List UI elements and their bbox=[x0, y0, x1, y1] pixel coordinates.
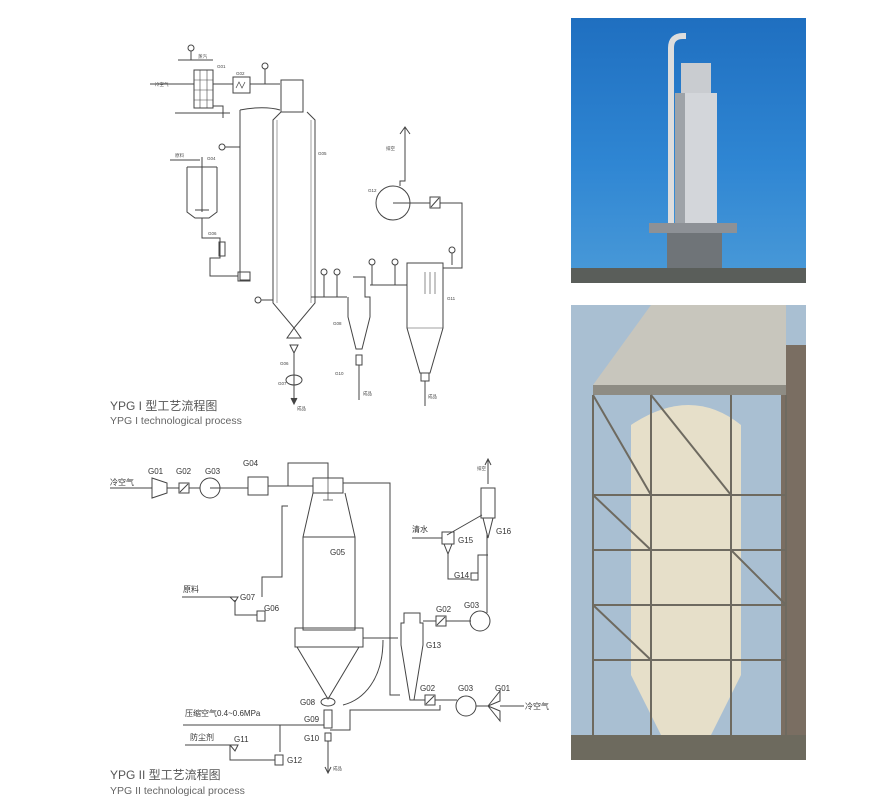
label-g06: G06 bbox=[208, 231, 217, 236]
ypg2-caption-en: YPG II technological process bbox=[110, 785, 245, 797]
label-g11: G11 bbox=[447, 296, 456, 301]
label2-g12: G12 bbox=[287, 756, 303, 765]
ypg1-diagram: 冷空气 蒸汽 G01 G02 G05 原料 G04 G06 G06 G07 成品 bbox=[110, 44, 463, 427]
label-product-1: 成品 bbox=[297, 405, 306, 412]
ypg2-caption-cn: YPG II 型工艺流程图 bbox=[110, 767, 221, 782]
label-g02: G02 bbox=[236, 71, 245, 76]
label2-anti-dust: 防尘剂 bbox=[190, 732, 214, 742]
ypg2-heater-g04 bbox=[247, 476, 269, 496]
label2-g02: G02 bbox=[176, 467, 192, 476]
label2-g08: G08 bbox=[300, 698, 316, 707]
label2-g15: G15 bbox=[458, 536, 474, 545]
label-g07: G07 bbox=[278, 381, 287, 386]
label-exhaust-1: 排空 bbox=[386, 145, 395, 152]
label2-g06: G06 bbox=[264, 604, 280, 613]
ypg2-drying-tower bbox=[302, 492, 356, 631]
label2-g03b: G03 bbox=[464, 601, 480, 610]
label-steam: 蒸汽 bbox=[198, 53, 207, 60]
label2-g03c: G03 bbox=[458, 684, 474, 693]
label2-g16: G16 bbox=[496, 527, 512, 536]
photo-dryer-structure bbox=[571, 305, 806, 760]
photo-tower-exterior bbox=[571, 18, 806, 283]
label2-g03: G03 bbox=[205, 467, 221, 476]
ypg1-top-chamber bbox=[280, 79, 304, 113]
process-diagrams: 冷空气 蒸汽 G01 G02 G05 原料 G04 G06 G06 G07 成品 bbox=[110, 44, 549, 797]
label-cold-air-left: 冷空气 bbox=[110, 477, 134, 487]
label2-g09: G09 bbox=[304, 715, 320, 724]
label2-exhaust: 排空 bbox=[477, 465, 486, 472]
label-product-2: 成品 bbox=[363, 390, 372, 397]
label-cold-air: 冷空气 bbox=[155, 81, 169, 88]
label2-g04: G04 bbox=[243, 459, 259, 468]
label2-g05: G05 bbox=[330, 548, 346, 557]
label2-clean-water: 清水 bbox=[412, 524, 428, 534]
label-cold-air-right: 冷空气 bbox=[525, 701, 549, 711]
label2-g01: G01 bbox=[148, 467, 164, 476]
label2-material: 原料 bbox=[183, 584, 199, 594]
label2-g11: G11 bbox=[234, 735, 249, 744]
label2-g07: G07 bbox=[240, 593, 256, 602]
label-product-3: 成品 bbox=[428, 393, 437, 400]
structure-illustration bbox=[571, 305, 806, 760]
label2-product: 成品 bbox=[333, 765, 342, 772]
tower-illustration bbox=[571, 33, 806, 283]
ypg2-scrubber-g16 bbox=[480, 487, 496, 519]
label-g10: G10 bbox=[335, 371, 344, 376]
ypg1-heater bbox=[193, 69, 214, 109]
label-g08: G08 bbox=[333, 321, 342, 326]
label-g04: G04 bbox=[207, 156, 216, 161]
label2-g13: G13 bbox=[426, 641, 442, 650]
label2-compressed-air: 压缩空气0.4~0.6MPa bbox=[185, 708, 261, 718]
label2-g10: G10 bbox=[304, 734, 320, 743]
ypg2-diagram: 冷空气 G01 G02 G03 G04 G05 G08 G09 G10 成品 原… bbox=[110, 457, 549, 797]
label2-g01c: G01 bbox=[495, 684, 511, 693]
label2-g02c: G02 bbox=[420, 684, 436, 693]
ypg1-g02-box bbox=[232, 76, 251, 94]
label2-g02b: G02 bbox=[436, 605, 452, 614]
label-g06b: G06 bbox=[280, 361, 289, 366]
ypg1-drying-tower bbox=[272, 111, 316, 329]
ypg1-caption-cn: YPG I 型工艺流程图 bbox=[110, 398, 217, 413]
ypg2-filter-g01 bbox=[151, 477, 168, 499]
label2-g14: G14 bbox=[454, 571, 470, 580]
ypg1-cyclone bbox=[347, 276, 371, 350]
label-g05: G05 bbox=[318, 151, 327, 156]
label-g01: G01 bbox=[217, 64, 226, 69]
label-g12: G12 bbox=[368, 188, 377, 193]
ypg1-caption-en: YPG I technological process bbox=[110, 415, 242, 427]
label-material: 原料 bbox=[175, 152, 184, 159]
